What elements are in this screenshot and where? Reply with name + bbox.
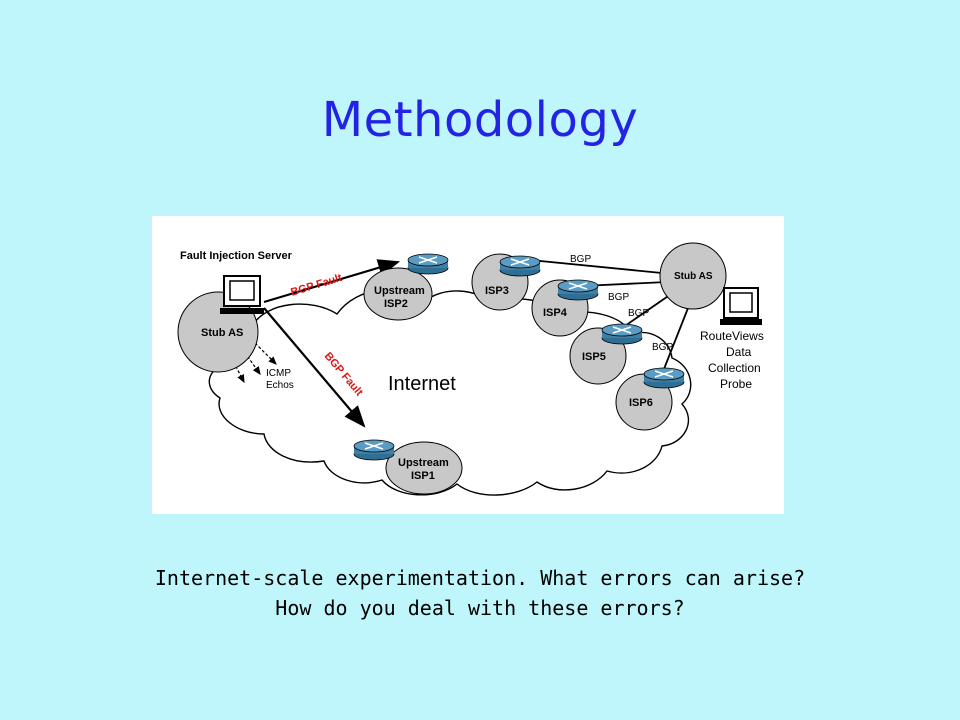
router-isp3-icon <box>499 255 541 277</box>
network-diagram: Stub AS Fault Injection Server ICMP Echo… <box>152 216 784 514</box>
upstream-isp1-label-2: ISP1 <box>411 470 435 482</box>
bgp-fault-arrow-isp1 <box>263 307 366 428</box>
bgp-fault-arrow-isp2 <box>263 259 401 304</box>
probe-label-4: Probe <box>720 377 752 391</box>
router-isp2-icon <box>407 253 449 275</box>
slide-title: Methodology <box>321 92 639 148</box>
router-isp4-icon <box>557 279 599 301</box>
bgp-label-3: BGP <box>628 308 649 319</box>
fault-injection-server-label: Fault Injection Server <box>180 250 293 262</box>
stub-as-right-node <box>659 242 727 310</box>
probe-label-1: RouteViews <box>700 329 764 343</box>
upstream-isp1-node <box>385 441 463 495</box>
caption-line-1: Internet-scale experimentation. What err… <box>154 566 806 590</box>
fault-server-computer-icon <box>220 275 264 314</box>
upstream-isp1-label-1: Upstream <box>398 457 449 469</box>
probe-label-3: Collection <box>708 361 761 375</box>
stub-as-right-label: Stub AS <box>674 271 713 282</box>
caption-line-2: How do you deal with these errors? <box>275 596 685 620</box>
isp6-label: ISP6 <box>629 397 653 409</box>
router-isp6-icon <box>643 367 685 389</box>
probe-label-2: Data <box>726 345 752 359</box>
isp4-label: ISP4 <box>543 307 568 319</box>
bgp-label-4: BGP <box>652 342 673 353</box>
router-isp5-icon <box>601 323 643 345</box>
bgp-label-1: BGP <box>570 254 591 265</box>
upstream-isp2-label-2: ISP2 <box>384 298 408 310</box>
icmp-label: ICMP <box>266 368 291 379</box>
echos-label: Echos <box>266 380 294 391</box>
isp5-label: ISP5 <box>582 351 606 363</box>
upstream-isp2-node <box>363 267 433 321</box>
upstream-isp2-label-1: Upstream <box>374 285 425 297</box>
bgp-fault-label-1: BGP Fault <box>289 272 343 299</box>
probe-computer-icon <box>720 287 762 325</box>
isp3-label: ISP3 <box>485 285 509 297</box>
bgp-label-2: BGP <box>608 292 629 303</box>
router-icons <box>353 253 685 461</box>
router-isp1-icon <box>353 439 395 461</box>
internet-label: Internet <box>388 373 456 395</box>
stub-as-left-label: Stub AS <box>201 327 243 339</box>
